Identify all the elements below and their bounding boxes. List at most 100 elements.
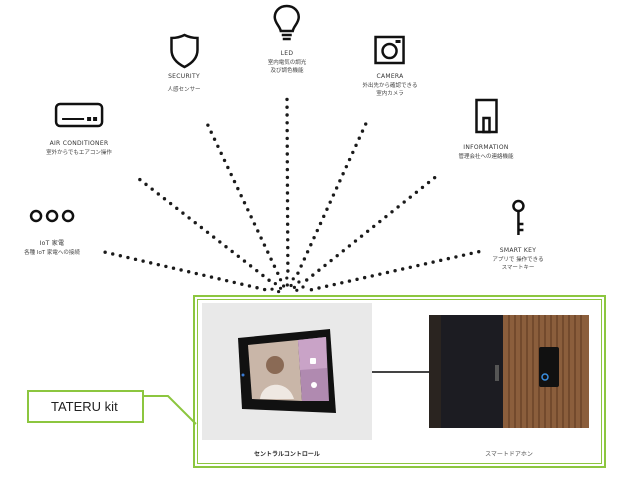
ray-dot	[141, 259, 145, 263]
hub-dot	[277, 289, 281, 294]
ray-dot	[286, 269, 290, 273]
feature-description: 室内電気の調光 及び調色機能	[267, 60, 307, 74]
ray-dot	[341, 249, 345, 253]
ray-dot	[236, 186, 240, 191]
ray-dot	[285, 105, 289, 109]
ray-dot	[249, 215, 253, 219]
ray-dot	[286, 261, 290, 265]
ray-dot	[354, 143, 358, 148]
ray-dot	[286, 238, 290, 242]
feature-led: LED 室内電気の調光 及び調色機能	[267, 4, 307, 75]
ray-dot	[296, 271, 300, 275]
ray-dot	[242, 201, 247, 205]
ray-dot	[302, 257, 307, 261]
ray-dot	[461, 253, 466, 257]
ray-dot	[193, 221, 197, 225]
ray-dot	[400, 267, 405, 271]
feature-title: SECURITY	[168, 73, 200, 80]
ray-dot	[347, 244, 352, 248]
ray-dot	[162, 197, 167, 201]
ray-dot	[423, 262, 428, 266]
ray-dot	[111, 252, 115, 256]
feature-description: 各種 IoT 家電への接続	[24, 250, 80, 256]
shield-icon	[169, 33, 199, 69]
feature-description: 管理会社への連絡機能	[458, 154, 514, 160]
ray-dot	[103, 250, 107, 254]
ray-dot	[285, 152, 289, 156]
ray-dot	[285, 144, 289, 148]
ray-dot	[385, 270, 390, 275]
ray-dot	[408, 265, 412, 269]
ray-dot	[209, 130, 213, 134]
ray-dot	[285, 136, 289, 141]
hub-dot	[273, 282, 277, 286]
ray-dot	[267, 278, 271, 282]
ray-dot	[255, 268, 259, 273]
ray-dot	[222, 158, 227, 163]
kit-frame-inner	[197, 299, 602, 464]
feature-smart-key: SMART KEY アプリで 操作できる スマートキー	[492, 199, 544, 272]
ray-dot	[285, 230, 290, 234]
ray-dot	[325, 207, 329, 211]
kit-frame	[193, 295, 606, 468]
ray-dot	[232, 179, 237, 184]
ray-dot	[219, 151, 223, 156]
central-control-caption: セントラルコントロール	[254, 451, 320, 458]
ray-dot	[118, 254, 123, 258]
ray-dot	[187, 216, 191, 220]
ray-dot	[309, 243, 313, 247]
hub-dot	[292, 285, 297, 289]
ray-dot	[305, 278, 309, 282]
ray-dot	[317, 268, 321, 272]
ray-dot	[328, 200, 332, 204]
smart-doorphone-caption: スマートドアホン	[485, 451, 533, 458]
ray-dot	[378, 219, 382, 224]
ray-dot	[285, 222, 290, 226]
ray-dot	[252, 222, 257, 226]
ray-dot	[362, 275, 367, 280]
feature-title: INFORMATION	[463, 144, 509, 151]
ray-dot	[285, 175, 290, 180]
ray-dot	[446, 256, 451, 261]
feature-title: AIR CONDITIONER	[49, 140, 109, 147]
feature-iot: IoT 家電 各種 IoT 家電への接続	[24, 208, 80, 257]
ray-dot	[202, 273, 206, 278]
feature-title: LED	[280, 50, 294, 57]
ray-dot	[335, 253, 339, 258]
ray-dot	[255, 286, 259, 290]
feature-information: INFORMATION 管理会社への連絡機能	[458, 98, 514, 161]
ray-dot	[285, 128, 289, 133]
information-panel-icon	[474, 98, 498, 134]
ray-dot	[212, 137, 217, 141]
ray-dot	[431, 260, 435, 264]
ray-dot	[186, 270, 191, 274]
ray-dot	[285, 113, 289, 117]
ray-dot	[272, 264, 277, 268]
ray-dot	[323, 263, 327, 268]
hub-dot	[301, 285, 305, 289]
ray-dot	[179, 268, 183, 272]
hub-dot	[278, 278, 283, 282]
ray-dot	[230, 249, 234, 254]
ray-dot	[331, 193, 336, 197]
ray-dot	[242, 259, 247, 263]
ray-dot	[426, 180, 431, 185]
ray-dot	[402, 200, 406, 204]
ray-dot	[393, 269, 397, 273]
ray-dot	[285, 167, 290, 172]
ray-dot	[318, 221, 323, 226]
ray-dot	[209, 275, 214, 279]
ray-dot	[347, 279, 352, 283]
ray-dot	[285, 206, 290, 211]
ray-dot	[305, 250, 310, 254]
ray-dot	[229, 172, 233, 177]
ray-dot	[347, 157, 352, 162]
ray-dot	[359, 234, 364, 238]
hub-dot	[282, 284, 286, 288]
ray-dot	[341, 172, 345, 176]
ray-dot	[324, 284, 329, 288]
ray-dot	[360, 129, 365, 133]
ray-dot	[351, 150, 355, 155]
ray-dot	[285, 160, 290, 164]
key-icon	[511, 199, 525, 235]
